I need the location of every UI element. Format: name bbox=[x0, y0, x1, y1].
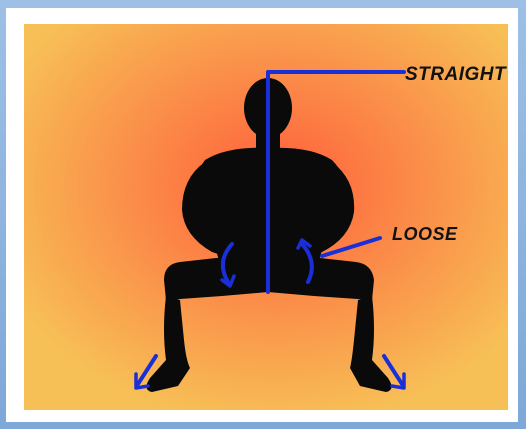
straight-label: STRAIGHT bbox=[405, 64, 506, 86]
loose-label: LOOSE bbox=[392, 224, 458, 245]
